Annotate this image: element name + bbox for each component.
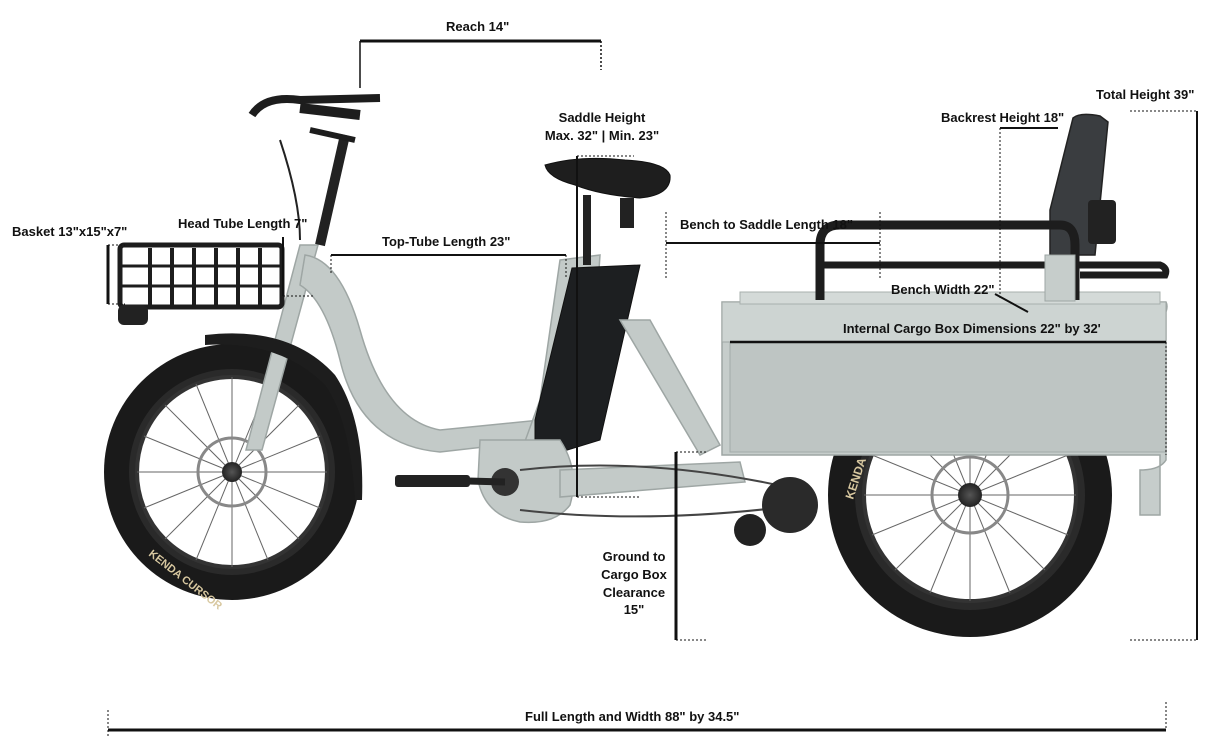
ground-clearance-line3: Clearance [602,585,666,600]
top-tube-length-label: Top-Tube Length 23" [382,234,511,249]
bike-frame [205,244,818,546]
reach-label: Reach 14" [446,19,510,34]
ground-clearance-line2: Cargo Box [601,567,667,582]
dimension-lines [106,39,1198,738]
backrest-height-label: Backrest Height 18" [941,110,1065,125]
ground-clearance-line4: 15" [623,602,645,617]
ground-clearance-line1: Ground to [602,549,666,564]
cargo-box [721,291,1168,516]
saddle-height-range: Max. 32" | Min. 23" [544,128,660,143]
basket [117,242,285,325]
full-length-width-label: Full Length and Width 88" by 34.5" [525,709,740,724]
saddle-height-title: Saddle Height [558,110,646,125]
bench-width-label: Bench Width 22" [891,282,995,297]
head-tube-length-label: Head Tube Length 7" [178,216,308,231]
saddle [544,157,671,265]
bench-to-saddle-length-label: Bench to Saddle Length 18" [680,217,854,232]
handlebar [248,94,381,247]
internal-cargo-box-label: Internal Cargo Box Dimensions 22" by 32' [843,321,1101,336]
front-wheel: KENDA CURSOR [104,344,360,612]
basket-label: Basket 13"x15"x7" [12,224,128,239]
bench-seat [815,113,1170,302]
total-height-label: Total Height 39" [1096,87,1195,102]
